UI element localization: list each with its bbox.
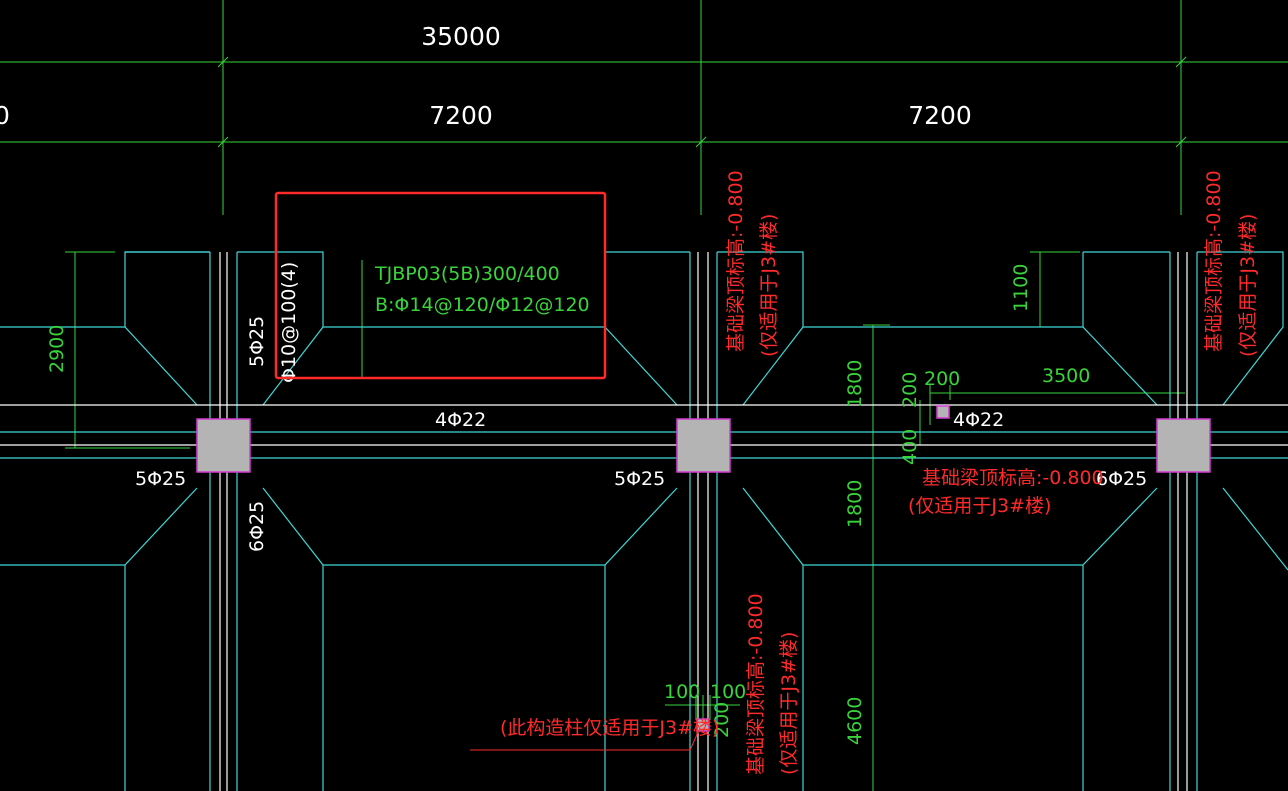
dim-bay-left-partial-label: 0 [0, 101, 10, 130]
dim-200-v-label: 200 [899, 372, 921, 408]
note-applies-vertical-3: (仅适用于J3#楼) [778, 632, 800, 775]
note-column-leader-diag [689, 727, 701, 751]
bay1-upper-right [237, 251, 324, 406]
bay3-upper-right [1197, 251, 1284, 406]
rebar-4-22-right: 4Φ22 [953, 409, 1004, 431]
tick-2 [695, 136, 707, 148]
tick-3 [1175, 136, 1187, 148]
bay2-upper-left [604, 252, 678, 406]
dim-4600-label: 4600 [844, 697, 866, 745]
note-column: (此构造柱仅适用于J3#楼) [500, 717, 719, 739]
beam-callout-stirrup: Φ10@100(4) [278, 262, 300, 383]
column-1[interactable] [196, 418, 251, 473]
dim-3500-label: 3500 [1042, 365, 1090, 387]
column-3[interactable] [1156, 418, 1211, 473]
constructional-column-1[interactable] [936, 405, 950, 419]
bay1-lower-right [262, 487, 324, 791]
bay1-upper-chamfer-left [124, 326, 198, 406]
bay1-lower-left [0, 564, 126, 791]
dim-400-label: 400 [899, 429, 921, 465]
rebar-6-25-vertical: 6Φ25 [246, 501, 268, 552]
tick-5 [217, 56, 229, 68]
dim-overall-label: 35000 [421, 22, 501, 51]
bay3-lower-right [1222, 487, 1288, 571]
rebar-5-25-vertical: 5Φ25 [246, 316, 268, 367]
column-2[interactable] [676, 418, 731, 473]
dim-bay-2-label: 7200 [908, 101, 972, 130]
note-beam-top-vertical-3: 基础梁顶标高:-0.800 [745, 593, 767, 775]
dim-1800-bottom-label: 1800 [844, 480, 866, 528]
dim-2900-label: 2900 [46, 325, 68, 373]
bay3-upper-left [1082, 252, 1158, 406]
rebar-5-25-mid: 5Φ25 [614, 468, 665, 490]
columns [196, 405, 1211, 732]
note-beam-top-vertical-1: 基础梁顶标高:-0.800 [725, 170, 747, 352]
note-applies-vertical-1: (仅适用于J3#楼) [758, 214, 780, 357]
rebar-5-25-left: 5Φ25 [135, 468, 186, 490]
beam-callout-line1: TJBP03(5B)300/400 [374, 263, 560, 285]
dim-200-small-label: 200 [711, 702, 733, 738]
bay1-upper-outline [0, 251, 210, 328]
beam-callout-line2: B:Φ14@120/Φ12@120 [375, 294, 590, 316]
bay3-lower-left [1082, 487, 1158, 791]
beam-lines-cyan [0, 251, 1288, 791]
rebar-6-25-right: 6Φ25 [1096, 468, 1147, 490]
bay1-lower-chamfer-left [124, 487, 198, 566]
dim-bay-1-label: 7200 [429, 101, 493, 130]
note-beam-top-vertical-2: 基础梁顶标高:-0.800 [1203, 170, 1225, 352]
tick-4 [1175, 56, 1187, 68]
dim-1800-top-label: 1800 [844, 360, 866, 408]
note-applies-vertical-2: (仅适用于J3#楼) [1237, 214, 1259, 357]
dim-1100-label: 1100 [1010, 264, 1032, 312]
dim-100-a-label: 100 [664, 681, 700, 703]
bay2-lower-left [604, 487, 678, 791]
beam-lines-white [0, 252, 1288, 791]
rebar-4-22-mid: 4Φ22 [435, 409, 486, 431]
bay2-upper-right [717, 251, 804, 406]
tick-1 [217, 136, 229, 148]
highlight-box[interactable] [274, 191, 607, 380]
note-beam-top-horizontal: 基础梁顶标高:-0.800 [922, 467, 1104, 489]
dim-200-h-label: 200 [924, 368, 960, 390]
dim-100-b-label: 100 [710, 681, 746, 703]
note-applies-horizontal: (仅适用于J3#楼) [908, 495, 1051, 517]
